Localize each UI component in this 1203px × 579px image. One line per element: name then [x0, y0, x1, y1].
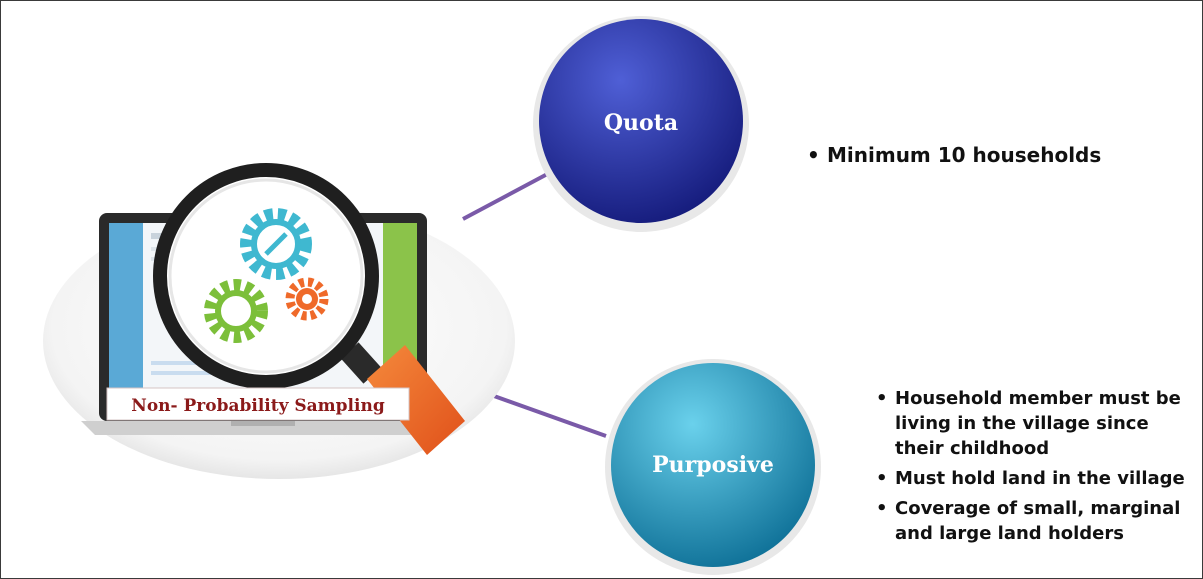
purposive-bullet-line: their childhood	[895, 438, 1049, 459]
sampling-illustration: Non- Probability Sampling	[43, 163, 515, 479]
gear-icon	[204, 279, 268, 343]
purposive-bullet-line: Must hold land in the village	[895, 468, 1185, 489]
bullet-marker: •	[876, 498, 888, 519]
purposive-bullet-line: Household member must be	[895, 388, 1181, 409]
node-label-quota: Quota	[604, 110, 678, 136]
caption-banner	[106, 387, 410, 421]
purposive-bullet-list: • Household member must be living in the…	[876, 388, 1185, 544]
compass-gear-icon	[240, 208, 312, 280]
connector-quota	[462, 169, 554, 221]
bullet-marker: •	[876, 388, 888, 409]
quota-bullet-list: • Minimum 10 households	[807, 143, 1101, 167]
purposive-bullet-line: Coverage of small, marginal	[895, 498, 1180, 519]
connector-purposive	[493, 394, 607, 438]
purposive-bullet-line: living in the village since	[895, 413, 1149, 434]
bullet-marker: •	[876, 468, 888, 489]
node-purposive: Purposive	[605, 359, 821, 575]
node-quota: Quota	[533, 16, 749, 232]
illustration-caption: Non- Probability Sampling	[131, 396, 385, 416]
bullet-marker: •	[807, 143, 820, 167]
node-label-purposive: Purposive	[652, 452, 774, 478]
quota-bullet: Minimum 10 households	[827, 143, 1101, 167]
small-gear-icon	[285, 277, 329, 321]
purposive-bullet-line: and large land holders	[895, 523, 1124, 544]
